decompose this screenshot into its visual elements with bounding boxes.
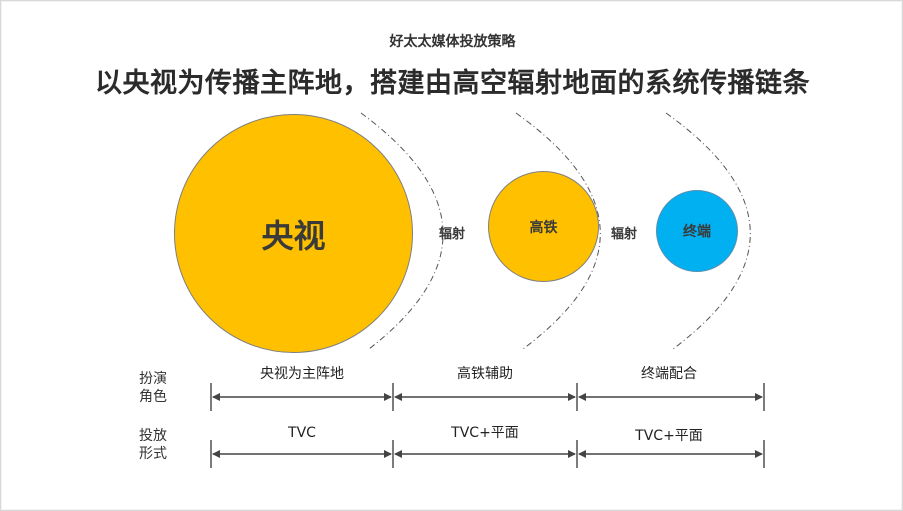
role-arrows: [210, 383, 765, 411]
radiate-label-1: 辐射: [439, 227, 466, 242]
row-label-role-line1: 扮演: [139, 371, 167, 387]
circle-high-speed-rail: 高铁: [488, 171, 599, 282]
role-segment-cctv: 央视为主阵地: [260, 366, 344, 382]
circle-terminal-label: 终端: [683, 224, 711, 240]
arc-3: [665, 112, 751, 350]
circle-cctv: 央视: [174, 114, 413, 353]
row-label-format-line2: 形式: [139, 446, 167, 462]
format-segment-terminal: TVC+平面: [635, 428, 703, 444]
row-label-role-line2: 角色: [139, 389, 167, 405]
arc-1: [360, 112, 444, 350]
role-segment-rail: 高铁辅助: [457, 366, 513, 382]
circle-terminal: 终端: [656, 190, 738, 272]
radiate-label-2: 辐射: [611, 227, 638, 242]
arc-2: [515, 112, 601, 350]
row-label-format-line1: 投放: [139, 428, 167, 444]
headline: 以央视为传播主阵地，搭建由高空辐射地面的系统传播链条: [95, 68, 810, 99]
row-label-format: 投放 形式: [139, 427, 167, 463]
format-segment-cctv: TVC: [288, 425, 316, 441]
format-segment-rail: TVC+平面: [451, 425, 519, 441]
role-segment-terminal: 终端配合: [641, 366, 697, 382]
circle-cctv-label: 央视: [261, 216, 326, 255]
format-arrows: [210, 440, 765, 468]
row-label-role: 扮演 角色: [139, 370, 167, 406]
subtitle: 好太太媒体投放策略: [389, 34, 516, 50]
circle-rail-label: 高铁: [529, 219, 558, 236]
